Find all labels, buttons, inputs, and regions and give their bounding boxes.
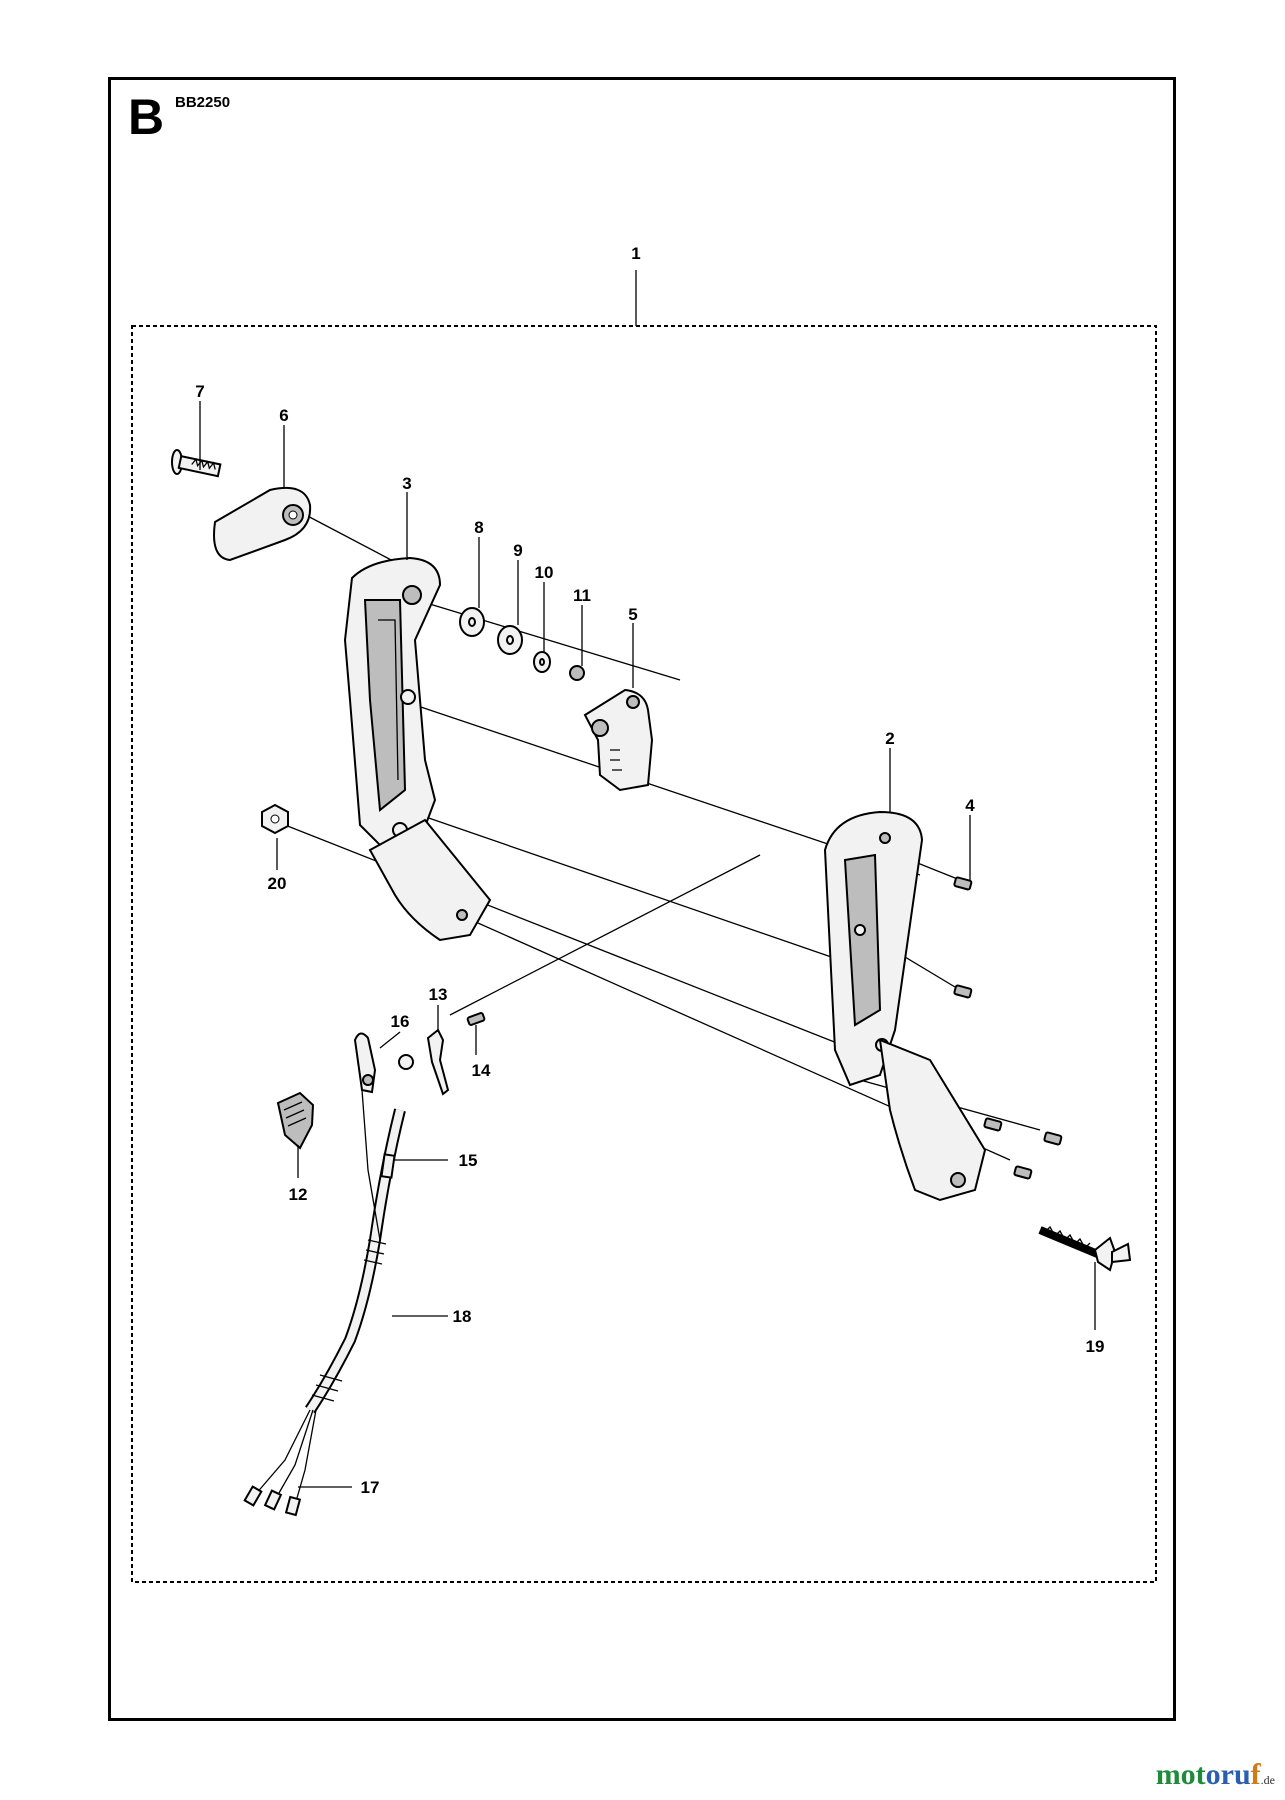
callout-10: 10 xyxy=(535,563,554,582)
callout-6: 6 xyxy=(279,406,288,425)
wire-harness-part-18 xyxy=(305,1089,406,1414)
callout-11: 11 xyxy=(573,586,591,605)
callout-15: 15 xyxy=(459,1151,478,1170)
wing-bolt-part-19 xyxy=(1038,1225,1132,1272)
callout-leaders xyxy=(199,401,1096,1488)
frame-part-2 xyxy=(823,810,987,1202)
washer-part-8 xyxy=(459,607,485,637)
callout-3: 3 xyxy=(402,474,411,493)
nut-part-11 xyxy=(569,665,585,681)
bracket-part-16 xyxy=(353,1032,414,1094)
callout-8: 8 xyxy=(474,518,483,537)
callout-12: 12 xyxy=(289,1185,308,1204)
nut-part-20 xyxy=(261,803,289,835)
callout-7: 7 xyxy=(195,382,204,401)
callout-18: 18 xyxy=(453,1307,472,1326)
frame-part-3 xyxy=(343,556,492,942)
callout-2: 2 xyxy=(885,729,894,748)
callout-20: 20 xyxy=(268,874,287,893)
callout-16: 16 xyxy=(391,1012,410,1031)
callout-13: 13 xyxy=(429,985,448,1004)
screw-part-4 xyxy=(953,876,1063,1180)
callout-4: 4 xyxy=(965,796,975,815)
bolt-part-7 xyxy=(171,449,222,478)
diagram-frame xyxy=(108,77,1176,1721)
callout-labels: 1 2 3 4 5 6 7 8 9 10 11 12 13 14 15 16 1… xyxy=(195,244,1104,1497)
model-code: BB2250 xyxy=(175,94,231,111)
callout-1: 1 xyxy=(631,244,640,263)
screw-part-14 xyxy=(466,1012,486,1026)
callout-5: 5 xyxy=(628,605,637,624)
knob-part-6 xyxy=(213,486,312,562)
callout-17: 17 xyxy=(361,1478,380,1497)
trigger-part-5 xyxy=(583,688,654,792)
connector-part-15 xyxy=(380,1153,396,1179)
wire-leads-part-17 xyxy=(243,1409,317,1517)
switch-part-12 xyxy=(276,1091,315,1150)
callout-14: 14 xyxy=(472,1061,491,1080)
clip-part-13 xyxy=(426,1028,450,1096)
washer-part-10 xyxy=(533,651,551,673)
callout-9: 9 xyxy=(513,541,522,560)
watermark-logo: motoruf.de xyxy=(1155,1758,1275,1791)
callout-19: 19 xyxy=(1086,1337,1105,1356)
assembly-box xyxy=(131,325,1157,1583)
section-letter: B xyxy=(128,89,165,145)
washer-part-9 xyxy=(497,625,523,655)
